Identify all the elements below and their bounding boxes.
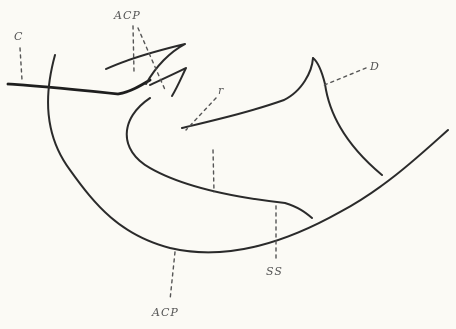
top-horizontal-line bbox=[8, 80, 150, 94]
leader-acp-bottom bbox=[170, 252, 175, 300]
leader-c bbox=[20, 48, 22, 80]
crescent-curve bbox=[182, 58, 313, 128]
leader-d bbox=[322, 68, 366, 86]
inner-body-curve bbox=[127, 98, 312, 218]
leader-r-2 bbox=[213, 150, 214, 192]
label-ss: SS bbox=[266, 265, 283, 278]
hook-outer-edge bbox=[313, 58, 382, 175]
label-acp-top: ACP bbox=[113, 9, 141, 22]
leader-acp-top-2 bbox=[138, 28, 166, 92]
outer-body-curve bbox=[48, 55, 448, 252]
leader-acp-top-1 bbox=[133, 26, 134, 72]
protrusion-lower bbox=[150, 68, 186, 96]
label-r: r bbox=[218, 84, 224, 97]
protrusion-upper bbox=[106, 44, 185, 84]
leader-r-1 bbox=[186, 98, 216, 130]
label-d: D bbox=[369, 60, 380, 73]
label-acp-bottom: ACP bbox=[151, 306, 179, 319]
label-c: C bbox=[14, 30, 23, 43]
